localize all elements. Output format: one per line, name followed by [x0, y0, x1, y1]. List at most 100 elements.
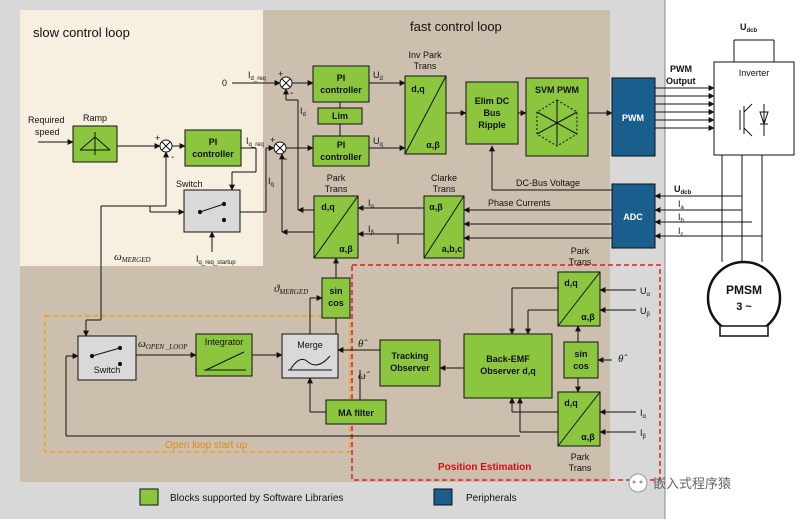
svg-text:Inv Park: Inv Park	[408, 50, 442, 60]
svg-text:Phase Currents: Phase Currents	[488, 198, 551, 208]
inverter-block	[713, 61, 795, 156]
svg-text:Park: Park	[327, 173, 346, 183]
svg-text:Switch: Switch	[176, 179, 203, 189]
svg-text:controller: controller	[320, 85, 362, 95]
svg-text:SVM PWM: SVM PWM	[535, 85, 579, 95]
svg-text:d,q: d,q	[411, 84, 425, 94]
svg-text:Iα: Iα	[640, 408, 647, 420]
pwm-block	[611, 77, 656, 157]
svg-text:PI: PI	[337, 140, 346, 150]
svg-text:d,q: d,q	[564, 278, 578, 288]
svg-text:Ripple: Ripple	[478, 120, 506, 130]
elim-dc-block	[465, 81, 519, 145]
svg-text:Clarke: Clarke	[431, 173, 457, 183]
ramp-label: Ramp	[83, 113, 107, 123]
svg-text:ϑMERGED: ϑMERGED	[274, 283, 308, 296]
svg-text:MA filter: MA filter	[338, 408, 374, 418]
svg-text:sin: sin	[574, 349, 587, 359]
svg-text:Trans: Trans	[569, 257, 592, 267]
svg-text:α,β: α,β	[429, 202, 443, 212]
svg-text:α,β: α,β	[581, 432, 595, 442]
svg-text:Required: Required	[28, 115, 65, 125]
open-loop-title: Open loop start up	[165, 440, 248, 451]
svg-text:-: -	[290, 88, 293, 99]
fast-loop-title: fast control loop	[410, 19, 502, 34]
svg-text:Iα: Iα	[368, 198, 375, 210]
svg-text:Uβ: Uβ	[640, 306, 651, 318]
svg-text:α,β: α,β	[581, 312, 595, 322]
legend-green-label: Blocks supported by Software Libraries	[170, 493, 343, 504]
svg-text:PI: PI	[337, 73, 346, 83]
backemf-observer-block	[463, 333, 553, 399]
svg-text:α,β: α,β	[339, 244, 353, 254]
svg-text:Switch: Switch	[94, 365, 121, 375]
merge-block	[281, 333, 339, 379]
svg-text:Iq_req: Iq_req	[246, 136, 264, 148]
svg-text:Bus: Bus	[483, 108, 500, 118]
svg-text:Inverter: Inverter	[739, 68, 770, 78]
svg-text:PWM: PWM	[670, 64, 692, 74]
position-estimation-region	[351, 264, 661, 481]
svg-text:Id: Id	[300, 106, 306, 118]
svg-text:Merge: Merge	[297, 340, 323, 350]
pi-speed-block	[184, 129, 242, 167]
svg-text:Ic: Ic	[678, 226, 684, 238]
svg-text:Observer d,q: Observer d,q	[480, 366, 536, 376]
open-loop-region	[44, 315, 351, 453]
svg-text:Trans: Trans	[414, 61, 437, 71]
pmsm-motor	[706, 260, 782, 336]
svg-text:PI: PI	[209, 137, 218, 147]
svg-text:ADC: ADC	[623, 212, 643, 222]
svg-text:Iq_req_startup: Iq_req_startup	[196, 254, 236, 266]
svg-text:Output: Output	[666, 76, 696, 86]
svg-text:d,q: d,q	[321, 202, 335, 212]
svg-text:Uq: Uq	[373, 136, 383, 148]
svg-text:α,β: α,β	[426, 140, 440, 150]
svg-text:sin: sin	[329, 286, 342, 296]
switch-bottom-block	[77, 335, 137, 381]
svg-text:Lim: Lim	[332, 111, 348, 121]
svg-text:Ia: Ia	[678, 199, 685, 211]
svg-text:Tracking: Tracking	[391, 351, 428, 361]
svg-text:θ̂: θ̂	[618, 353, 628, 365]
svg-text:speed: speed	[35, 127, 60, 137]
legend-green-swatch	[139, 488, 159, 506]
svg-text:Iβ: Iβ	[368, 224, 375, 236]
svg-text:cos: cos	[573, 361, 589, 371]
svg-text:Trans: Trans	[433, 184, 456, 194]
svg-text:θ̂: θ̂	[358, 338, 368, 350]
svg-text:ωOPEN _LOOP: ωOPEN _LOOP	[138, 338, 188, 351]
integrator-block	[195, 333, 253, 377]
svg-text:PMSM: PMSM	[726, 283, 762, 297]
sincos-block-1	[321, 277, 351, 319]
switch-top-block	[183, 189, 241, 233]
svg-text:Park: Park	[571, 246, 590, 256]
svg-text:-: -	[284, 154, 287, 165]
watermark: 嵌入式程序猿	[628, 473, 731, 493]
svg-text:Ud: Ud	[373, 70, 383, 82]
svg-text:Id_req: Id_req	[248, 70, 266, 82]
svg-text:3 ~: 3 ~	[736, 301, 752, 313]
svg-text:0: 0	[222, 78, 227, 88]
svg-text:Iq: Iq	[268, 176, 274, 188]
svg-text:Observer: Observer	[390, 363, 430, 373]
svg-text:Park: Park	[571, 452, 590, 462]
legend-blue-swatch	[433, 488, 453, 506]
pi-q-block	[312, 135, 370, 167]
pi-d-block	[312, 65, 370, 103]
svg-text:嵌入式程序猿: 嵌入式程序猿	[653, 476, 731, 491]
svg-text:PWM: PWM	[622, 113, 644, 123]
adc-block	[611, 183, 656, 249]
tracking-observer-block	[379, 339, 441, 387]
svg-text:controller: controller	[192, 149, 234, 159]
svg-text:Back-EMF: Back-EMF	[486, 354, 530, 364]
svg-text:+: +	[270, 135, 275, 145]
svg-text:+: +	[155, 133, 160, 143]
ma-filter-block	[325, 399, 387, 425]
svg-text:+: +	[278, 69, 283, 79]
svg-text:Trans: Trans	[569, 463, 592, 473]
legend-blue-label: Peripherals	[466, 493, 517, 504]
svg-text:ωMERGED: ωMERGED	[114, 251, 151, 264]
svg-text:Udcb: Udcb	[674, 184, 692, 196]
svg-text:Ib: Ib	[678, 212, 685, 224]
